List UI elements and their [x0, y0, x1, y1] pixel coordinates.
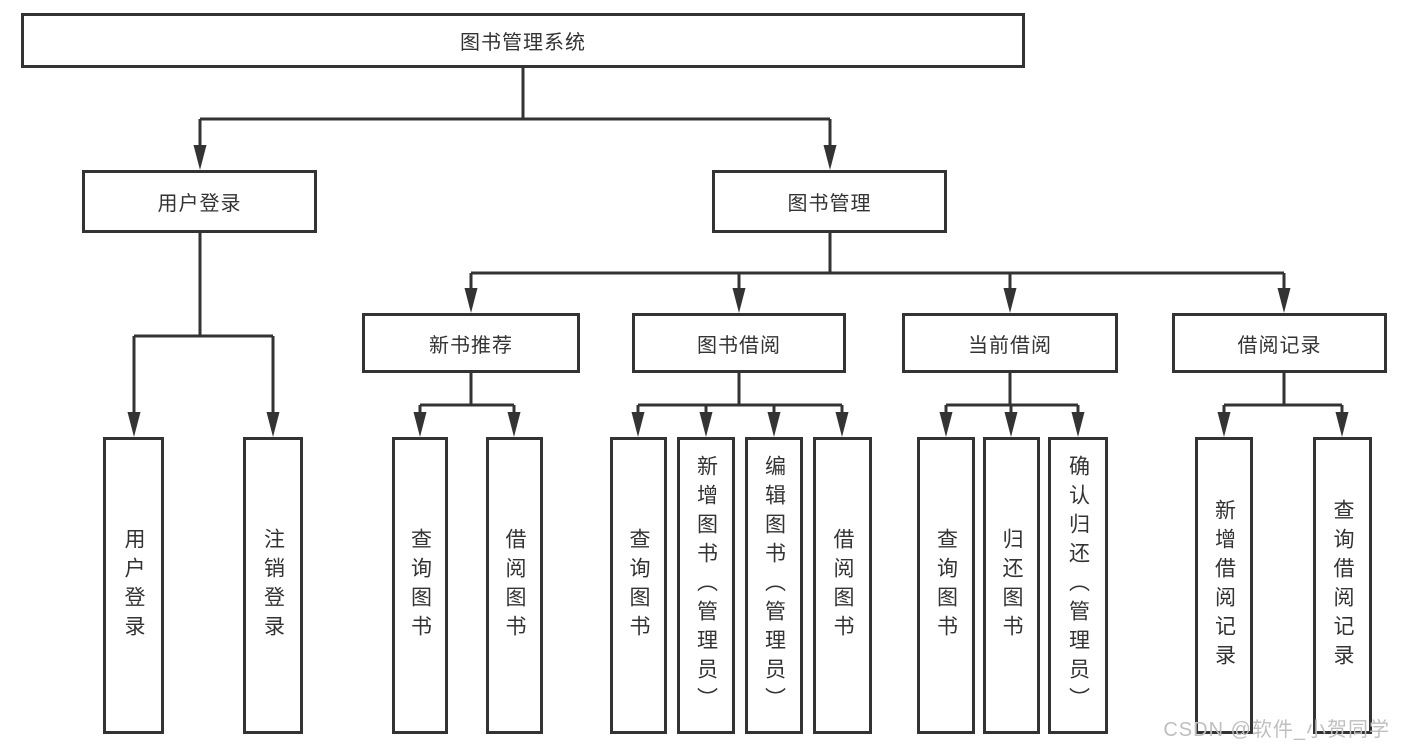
node-label: 归还图书 — [1000, 527, 1023, 644]
leaf-query-books-under-borrowing: 查询图书 — [610, 437, 667, 734]
leaf-borrow-books-under-recommendation: 借阅图书 — [486, 437, 543, 734]
leaf-add-books-admin: 新增图书（管理员） — [677, 437, 735, 734]
edge-currentborrow-to-leaves — [939, 373, 1085, 437]
node-label: 查询图书 — [627, 527, 650, 644]
leaf-query-books-under-current: 查询图书 — [917, 437, 975, 734]
node-label: 图书管理 — [787, 193, 872, 215]
node-label: 借阅图书 — [831, 527, 854, 644]
node-label: 查询图书 — [408, 527, 432, 644]
node-label: 当前借阅 — [968, 334, 1052, 357]
edge-bookmgmt-to-level3 — [464, 233, 1291, 313]
leaf-logout: 注销登录 — [243, 437, 303, 734]
leaf-user-login: 用户登录 — [103, 437, 164, 734]
node-book-borrowing: 图书借阅 — [632, 313, 846, 373]
node-label: 用户登录 — [157, 193, 242, 215]
node-label: 图书管理系统 — [460, 32, 586, 54]
edge-root-to-level2 — [193, 68, 837, 170]
csdn-watermark: CSDN @软件_小贺同学 — [1163, 719, 1390, 741]
node-label: 新书推荐 — [429, 334, 513, 357]
edge-bookborrow-to-leaves — [631, 373, 849, 437]
node-label: 查询借阅记录 — [1331, 498, 1354, 673]
node-label: 确认归还（管理员） — [1066, 455, 1090, 716]
leaf-query-books-under-recommendation: 查询图书 — [392, 437, 448, 734]
node-label: 查询图书 — [934, 527, 958, 644]
edge-newbookrec-to-leaves — [413, 373, 521, 437]
node-label: 用户登录 — [122, 527, 145, 644]
edge-userlogin-to-leaves — [127, 233, 280, 437]
leaf-return-books: 归还图书 — [983, 437, 1040, 734]
leaf-borrow-books-under-borrowing: 借阅图书 — [813, 437, 872, 734]
node-label: 借阅记录 — [1237, 334, 1322, 357]
node-new-book-recommendation: 新书推荐 — [362, 313, 580, 373]
node-label: 借阅图书 — [503, 527, 526, 644]
node-label: 注销登录 — [261, 527, 285, 644]
leaf-edit-books-admin: 编辑图书（管理员） — [745, 437, 803, 734]
node-book-management: 图书管理 — [712, 170, 947, 233]
node-current-borrowing: 当前借阅 — [902, 313, 1118, 373]
node-label: 图书借阅 — [697, 334, 781, 357]
node-borrowing-records: 借阅记录 — [1172, 313, 1387, 373]
node-user-login: 用户登录 — [82, 170, 317, 233]
node-library-management-system: 图书管理系统 — [21, 13, 1025, 68]
leaf-add-borrow-record: 新增借阅记录 — [1195, 437, 1253, 734]
edge-borrowrecord-to-leaves — [1217, 373, 1349, 437]
leaf-confirm-return-admin: 确认归还（管理员） — [1048, 437, 1108, 734]
node-label: 新增借阅记录 — [1212, 498, 1236, 673]
node-label: 新增图书（管理员） — [694, 455, 718, 716]
node-label: 编辑图书（管理员） — [762, 455, 786, 716]
leaf-query-borrow-record: 查询借阅记录 — [1313, 437, 1372, 734]
